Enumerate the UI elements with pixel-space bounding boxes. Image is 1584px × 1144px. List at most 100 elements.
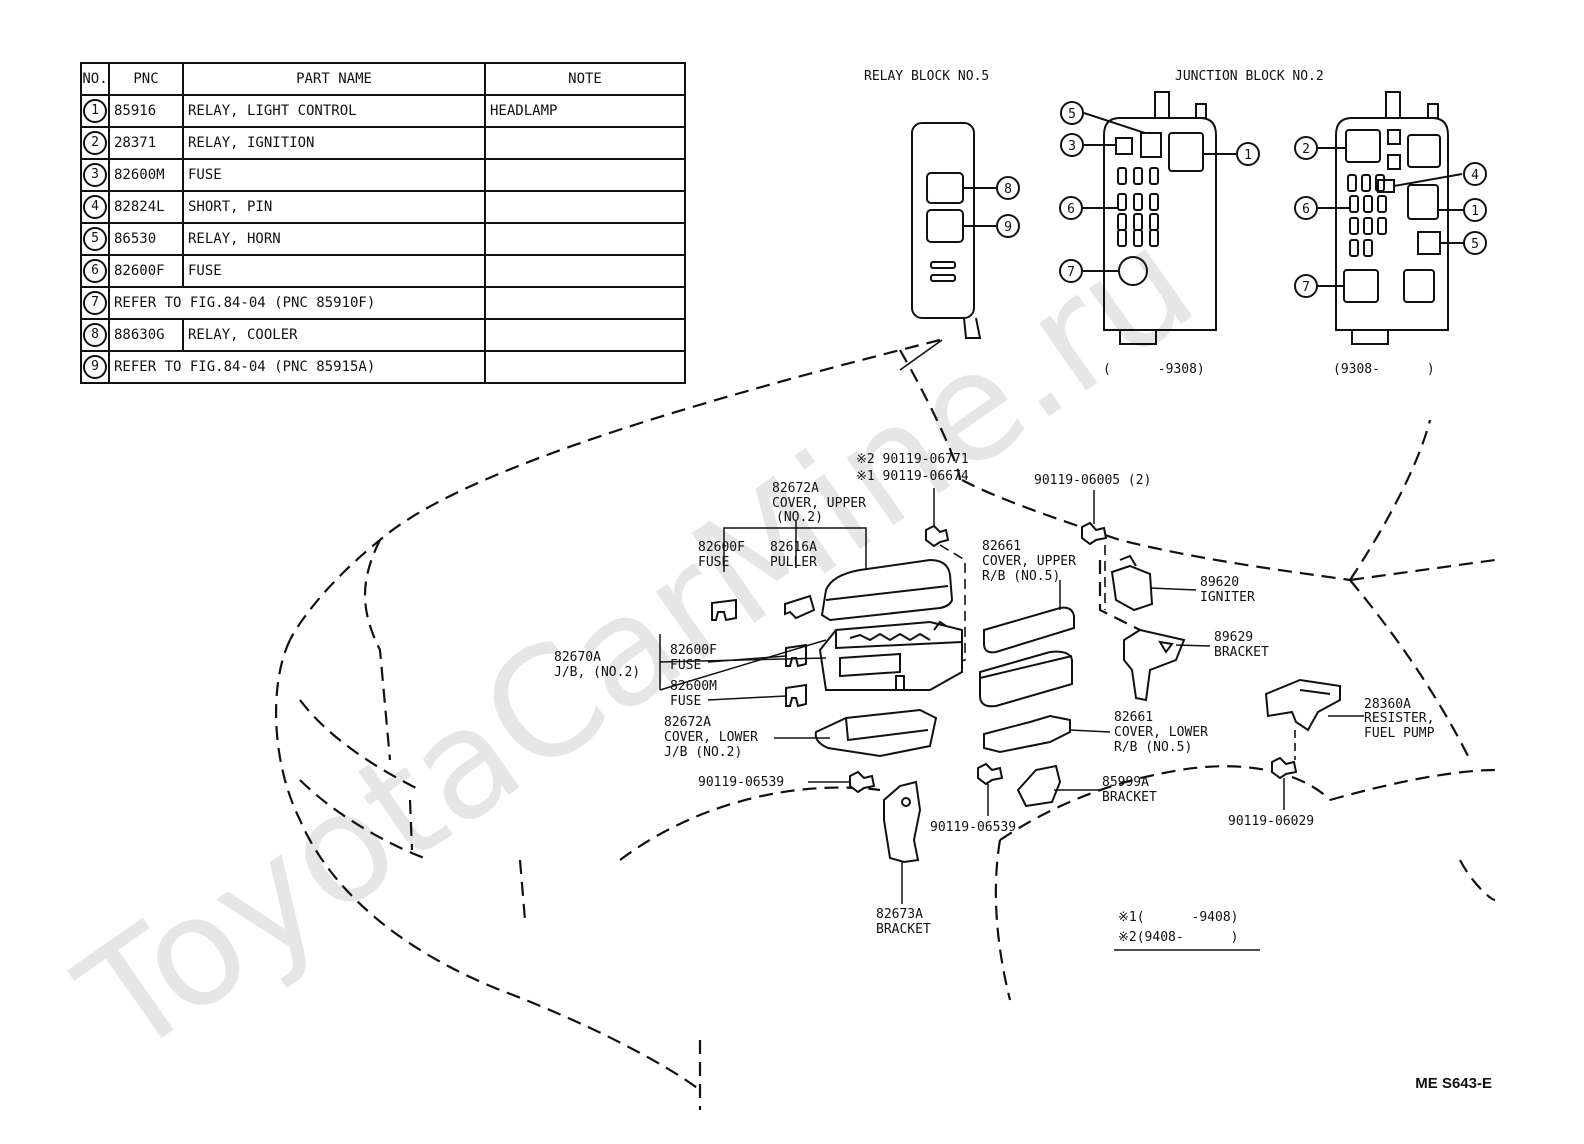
vehicle-outline: [274, 338, 1496, 1110]
table-row: 3 82600M FUSE: [80, 158, 686, 192]
table-row: 7 REFER TO FIG.84-04 (PNC 85910F): [80, 286, 686, 320]
svg-text:2: 2: [1302, 142, 1310, 157]
parts-table: NO. PNC PART NAME NOTE 1 85916 RELAY, LI…: [80, 62, 686, 384]
row-note: [484, 318, 686, 352]
jb-right-callout-1: 1: [1463, 198, 1487, 222]
row-part-name: SHORT, PIN: [182, 190, 486, 224]
figure-code: ME S643-E: [1415, 1075, 1492, 1092]
jb-left-callout-7: 7: [1059, 259, 1083, 283]
label-cover-lower-rb-0: 82661: [1114, 710, 1153, 725]
parts-drawings: [711, 521, 1341, 864]
label-puller-0: 82616A: [770, 540, 817, 555]
label-resister-0: 28360A: [1364, 697, 1411, 712]
label-igniter-0: 89620: [1200, 575, 1239, 590]
svg-text:6: 6: [1067, 202, 1075, 217]
table-row: 1 85916 RELAY, LIGHT CONTROL HEADLAMP: [80, 94, 686, 128]
row-part-name: RELAY, LIGHT CONTROL: [182, 94, 486, 128]
label-resister-1: RESISTER,: [1364, 711, 1434, 726]
label-fuse-82600m-1: FUSE: [670, 694, 701, 709]
header-note: NOTE: [484, 62, 686, 96]
jb-left-callout-6: 6: [1059, 196, 1083, 220]
junction-block-title: JUNCTION BLOCK NO.2: [1175, 69, 1324, 84]
row-part-name: REFER TO FIG.84-04 (PNC 85910F): [108, 286, 486, 320]
jb-left-callout-5: 5: [1060, 101, 1084, 125]
relay-block-callout-9: 9: [996, 214, 1020, 238]
label-cover-upper-rb-0: 82661: [982, 539, 1021, 554]
row-pnc: 82600M: [108, 158, 184, 192]
label-star1-bolt: ※1 90119-06674: [856, 469, 969, 484]
relay-block-title: RELAY BLOCK NO.5: [864, 69, 989, 84]
label-fuse-82600f-b-1: FUSE: [670, 658, 701, 673]
label-bolt-06539-b: 90119-06539: [930, 820, 1016, 835]
label-puller-1: PULLER: [770, 555, 817, 570]
bolt-set: [849, 521, 1298, 794]
row-part-name: FUSE: [182, 158, 486, 192]
relay-block-drawing: [911, 122, 996, 339]
jb-left-range: ( -9308): [1103, 362, 1205, 377]
svg-text:4: 4: [1471, 168, 1479, 183]
row-number: 6: [83, 259, 107, 283]
row-number: 3: [83, 163, 107, 187]
svg-text:1: 1: [1244, 148, 1252, 163]
row-note: [484, 158, 686, 192]
relay-block-callout-8: 8: [996, 176, 1020, 200]
table-row: 6 82600F FUSE: [80, 254, 686, 288]
row-number: 2: [83, 131, 107, 155]
jb-right-callout-2: 2: [1294, 136, 1318, 160]
row-number: 4: [83, 195, 107, 219]
row-note: [484, 190, 686, 224]
row-note: [484, 126, 686, 160]
row-number: 7: [83, 291, 107, 315]
label-leaders: [659, 488, 1364, 951]
row-part-name: RELAY, HORN: [182, 222, 486, 256]
label-bolt-06005: 90119-06005 (2): [1034, 473, 1151, 488]
label-bracket-89629-1: BRACKET: [1214, 645, 1269, 660]
label-cover-upper-rb-1: COVER, UPPER: [982, 554, 1076, 569]
jb-left-callout-3: 3: [1060, 133, 1084, 157]
label-bolt-06539-a: 90119-06539: [698, 775, 784, 790]
svg-text:6: 6: [1302, 202, 1310, 217]
svg-text:3: 3: [1068, 139, 1076, 154]
note-star1: ※1( -9408): [1118, 910, 1238, 925]
jb-right-callout-7: 7: [1294, 274, 1318, 298]
label-bracket-85999a-0: 85999A: [1102, 775, 1149, 790]
header-pnc: PNC: [108, 62, 184, 96]
label-cover-lower-rb-2: R/B (NO.5): [1114, 740, 1192, 755]
row-part-name: FUSE: [182, 254, 486, 288]
row-part-name: REFER TO FIG.84-04 (PNC 85915A): [108, 350, 486, 384]
svg-text:5: 5: [1471, 237, 1479, 252]
table-row: 2 28371 RELAY, IGNITION: [80, 126, 686, 160]
row-number: 9: [83, 355, 107, 379]
label-fuse-82600f-a-1: FUSE: [698, 555, 729, 570]
row-number: 8: [83, 323, 107, 347]
label-fuse-82600f-a-0: 82600F: [698, 540, 745, 555]
label-resister-2: FUEL PUMP: [1364, 726, 1435, 741]
row-number: 1: [83, 99, 107, 123]
label-fuse-82600f-b-0: 82600F: [670, 643, 717, 658]
label-bracket-82673a-1: BRACKET: [876, 922, 931, 937]
row-note: HEADLAMP: [484, 94, 686, 128]
jb-left-callout-1: 1: [1236, 142, 1260, 166]
label-fuse-82600m-0: 82600M: [670, 679, 717, 694]
table-header-row: NO. PNC PART NAME NOTE: [80, 62, 686, 96]
row-note: [484, 286, 686, 320]
row-pnc: 28371: [108, 126, 184, 160]
junction-block-left-drawing: [1083, 91, 1236, 345]
row-number: 5: [83, 227, 107, 251]
svg-text:7: 7: [1302, 280, 1310, 295]
header-no: NO.: [80, 62, 110, 96]
row-pnc: 82600F: [108, 254, 184, 288]
row-part-name: RELAY, IGNITION: [182, 126, 486, 160]
table-row: 4 82824L SHORT, PIN: [80, 190, 686, 224]
label-cover-lower-jb-1: COVER, LOWER: [664, 730, 758, 745]
label-cover-upper-jb-0: 82672A: [772, 481, 819, 496]
row-pnc: 88630G: [108, 318, 184, 352]
junction-block-right-drawing: [1318, 91, 1464, 345]
label-bracket-89629-0: 89629: [1214, 630, 1253, 645]
note-star2: ※2(9408- ): [1118, 930, 1238, 945]
svg-text:5: 5: [1068, 107, 1076, 122]
svg-text:9: 9: [1004, 220, 1012, 235]
label-cover-lower-jb-2: J/B (NO.2): [664, 745, 742, 760]
label-cover-lower-jb-0: 82672A: [664, 715, 711, 730]
label-bolt-06029: 90119-06029: [1228, 814, 1314, 829]
